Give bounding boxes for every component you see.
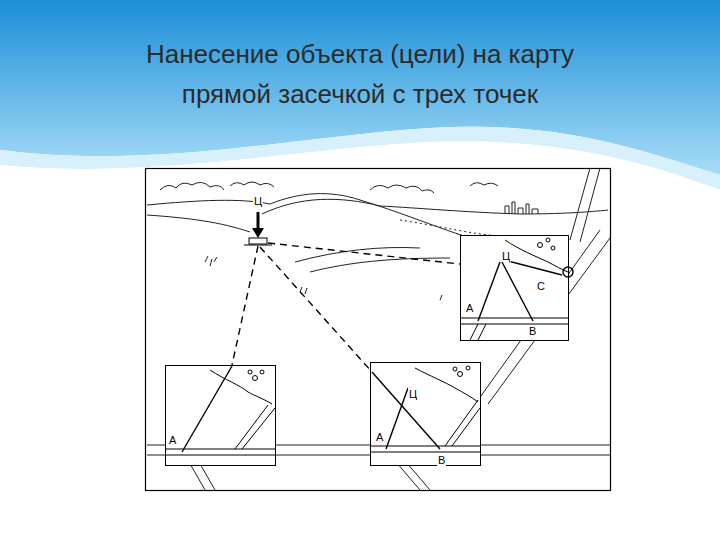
point-letter: А	[375, 431, 384, 443]
map-inset-middle	[371, 363, 481, 466]
target-symbol	[244, 212, 272, 245]
point-letter: Ц	[501, 250, 511, 262]
point-letter: Ц	[253, 195, 263, 207]
point-letter: А	[465, 302, 474, 314]
point-letter: Ц	[408, 388, 418, 400]
landscape	[147, 168, 610, 490]
picture-frame	[146, 169, 611, 491]
slide-title: Нанесение объекта (цели) на карту прямой…	[100, 34, 620, 114]
point-letter: А	[168, 434, 177, 446]
point-letter: С	[536, 280, 546, 292]
map-inset-right	[461, 236, 574, 341]
point-letter: В	[437, 454, 446, 466]
map-inset-left	[166, 366, 276, 466]
point-letter: В	[528, 325, 537, 337]
